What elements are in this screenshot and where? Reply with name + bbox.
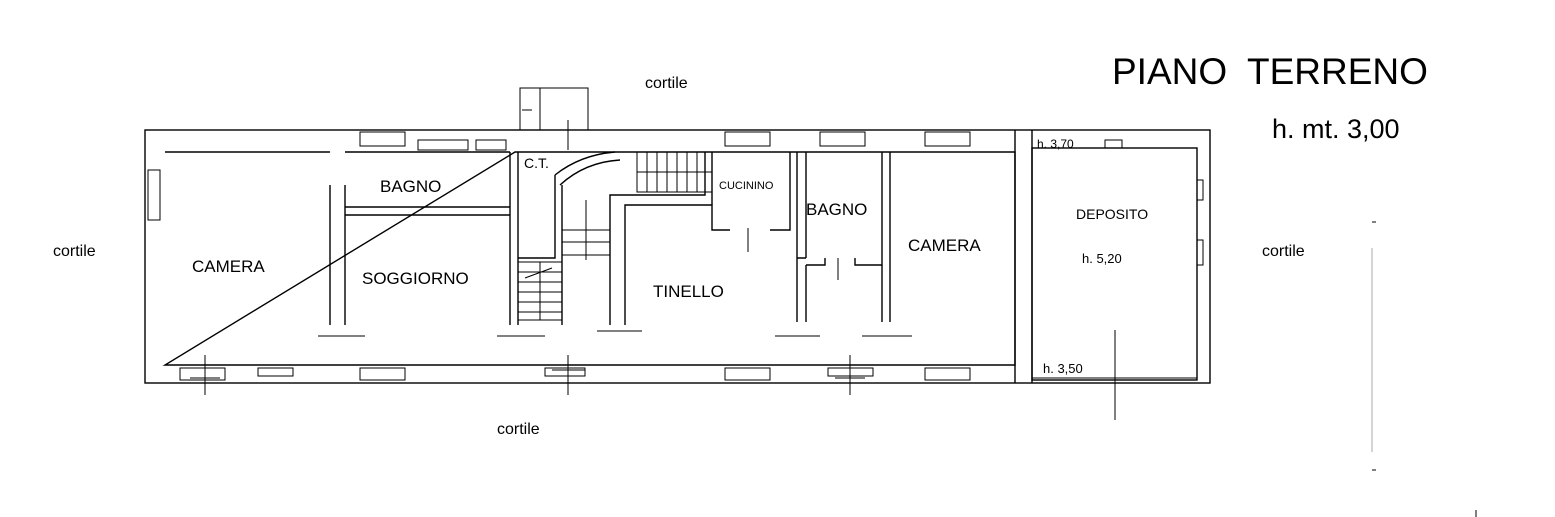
room-camera-right: CAMERA — [908, 236, 981, 255]
windows-top — [147, 131, 971, 221]
stairs-upper — [636, 151, 713, 193]
outside-left-label: cortile — [53, 243, 96, 260]
outside-bottom-label: cortile — [497, 421, 540, 438]
windows-bottom — [179, 367, 971, 381]
doors — [318, 228, 912, 337]
outside-top-label: cortile — [645, 75, 688, 92]
stairs-lower — [517, 261, 563, 321]
room-ct: C.T. — [524, 155, 549, 171]
room-deposito: DEPOSITO — [1076, 206, 1148, 222]
plan-title: PIANO TERRENO — [1112, 51, 1428, 92]
deposito-pilasters — [1104, 139, 1204, 266]
height-deposito-top: h. 3,70 — [1037, 137, 1074, 151]
chimney-box — [519, 87, 589, 150]
room-bagno-right: BAGNO — [806, 200, 867, 219]
room-bagno-left: BAGNO — [380, 177, 441, 196]
room-soggiorno: SOGGIORNO — [362, 269, 469, 288]
room-tinello: TINELLO — [653, 282, 724, 301]
height-deposito-center: h. 5,20 — [1082, 251, 1122, 266]
scale-marks — [1371, 221, 1477, 517]
room-cucinino: CUCININO — [719, 180, 774, 192]
outside-right-label: cortile — [1262, 243, 1305, 260]
room-camera-left: CAMERA — [192, 257, 265, 276]
interior-walls — [329, 151, 891, 325]
plan-subtitle: h. mt. 3,00 — [1272, 114, 1400, 144]
entry-marks — [190, 330, 1197, 420]
height-deposito-bottom: h. 3,50 — [1043, 361, 1083, 376]
